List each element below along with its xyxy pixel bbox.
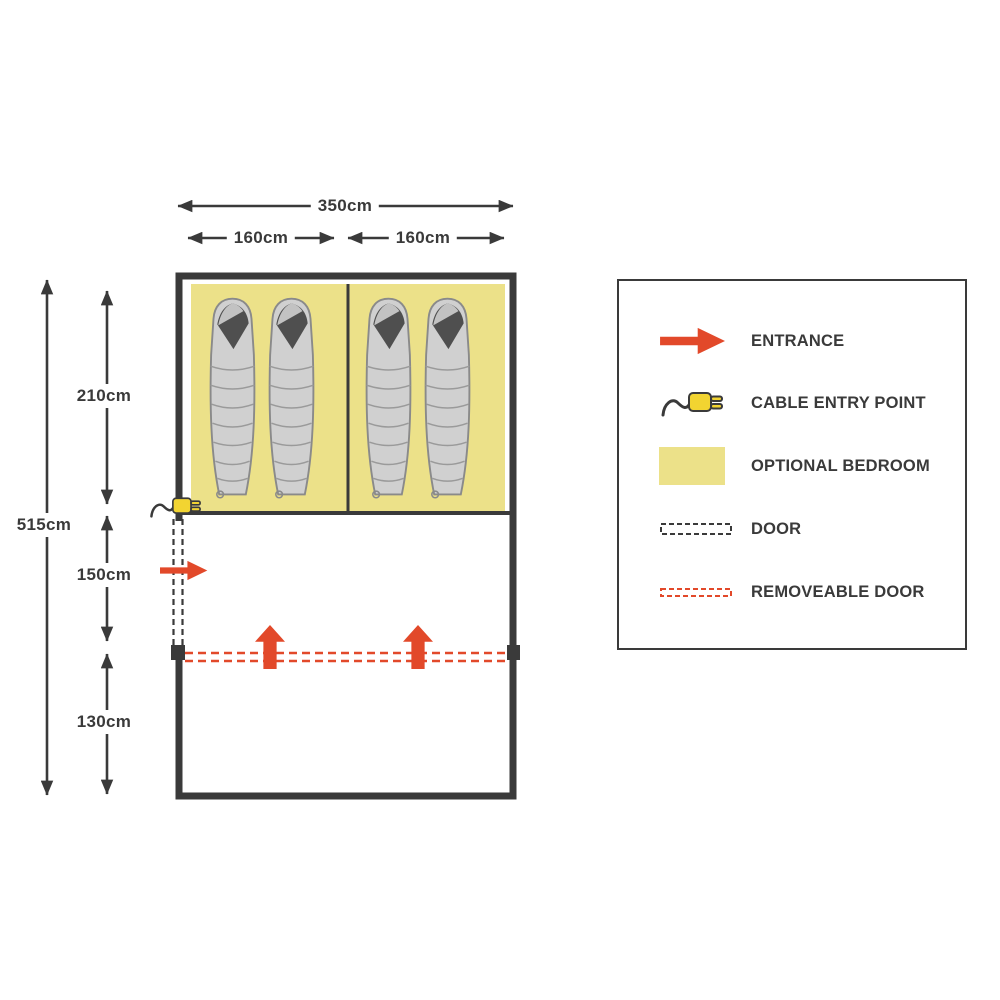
- door-dashed-lines: [172, 519, 184, 647]
- dim-height-total-label: 515cm: [9, 513, 79, 537]
- door-dashed-icon: [659, 521, 741, 537]
- wall-joint-left: [171, 645, 185, 660]
- legend-label-entrance: ENTRANCE: [751, 331, 845, 350]
- removeable-door-dashed-icon: [659, 586, 741, 599]
- dim-width-total-label: 350cm: [310, 194, 380, 218]
- legend-label-optional-bedroom: OPTIONAL BEDROOM: [751, 456, 930, 475]
- legend-item-removeable-door: REMOVEABLE DOOR: [619, 572, 965, 612]
- legend-label-cable-entry: CABLE ENTRY POINT: [751, 393, 926, 412]
- legend-item-cable-entry: CABLE ENTRY POINT: [619, 383, 965, 423]
- dim-width-right-label: 160cm: [388, 226, 458, 250]
- legend-item-optional-bedroom: OPTIONAL BEDROOM: [619, 446, 965, 486]
- legend-box: ENTRANCE CABLE ENTRY POINT OPTIONAL BEDR…: [617, 279, 967, 650]
- sleeping-bag-1: [209, 297, 256, 499]
- legend-label-door: DOOR: [751, 519, 802, 538]
- sleeping-bag-4: [424, 297, 471, 499]
- dim-porch-depth-label: 130cm: [69, 710, 139, 734]
- wall-joint-right: [507, 645, 520, 660]
- sleeping-bag-3: [365, 297, 412, 499]
- dim-bedroom-depth-label: 210cm: [69, 384, 139, 408]
- entrance-arrow-icon: [659, 325, 741, 357]
- legend-label-removeable-door: REMOVEABLE DOOR: [751, 582, 925, 601]
- cable-plug-icon: [659, 383, 741, 423]
- dim-living-depth-label: 150cm: [69, 563, 139, 587]
- removeable-door-lines: [185, 651, 508, 663]
- sleeping-bag-2: [268, 297, 315, 499]
- legend-item-door: DOOR: [619, 509, 965, 549]
- bedroom-swatch-icon: [659, 447, 741, 485]
- dim-width-left-label: 160cm: [226, 226, 296, 250]
- legend-item-entrance: ENTRANCE: [619, 321, 965, 361]
